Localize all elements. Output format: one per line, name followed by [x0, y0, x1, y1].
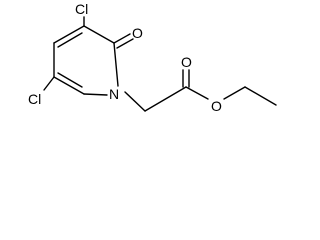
chlorine-left-label: Cl — [28, 91, 41, 107]
bond-ch2-c-ester — [144, 86, 187, 112]
bond-o-ch2 — [223, 86, 246, 100]
ester-oxygen-label: O — [211, 98, 222, 114]
bond-c6-n1 — [83, 93, 108, 96]
bond-c2-o-b — [116, 38, 134, 49]
atom-labels: Cl Cl O N O O — [28, 1, 222, 114]
chlorine-top-label: Cl — [75, 1, 88, 17]
ring-nitrogen-label: N — [109, 86, 119, 102]
bond-n1-ch2 — [124, 91, 146, 112]
bond-c-o-ester — [185, 86, 209, 100]
bond-c2-c3 — [83, 25, 115, 44]
bond-c5-cl — [43, 76, 55, 91]
bond-ch2-ch3 — [244, 86, 277, 106]
substituent-bonds — [43, 16, 277, 112]
bond-c5-c6 — [53, 76, 85, 95]
bond-c2-o-a — [113, 33, 131, 44]
bond-c3-c4 — [53, 25, 85, 44]
bond-c5-c6-inner — [57, 72, 83, 88]
bond-n1-c2 — [113, 42, 119, 87]
carbonyl-oxygen-label: O — [181, 54, 192, 70]
bond-c3-c4-inner — [57, 32, 83, 48]
ring-bonds — [53, 25, 119, 96]
chemical-structure-drawing: Cl Cl O N O O — [28, 1, 277, 114]
ketone-oxygen-label: O — [132, 25, 143, 41]
